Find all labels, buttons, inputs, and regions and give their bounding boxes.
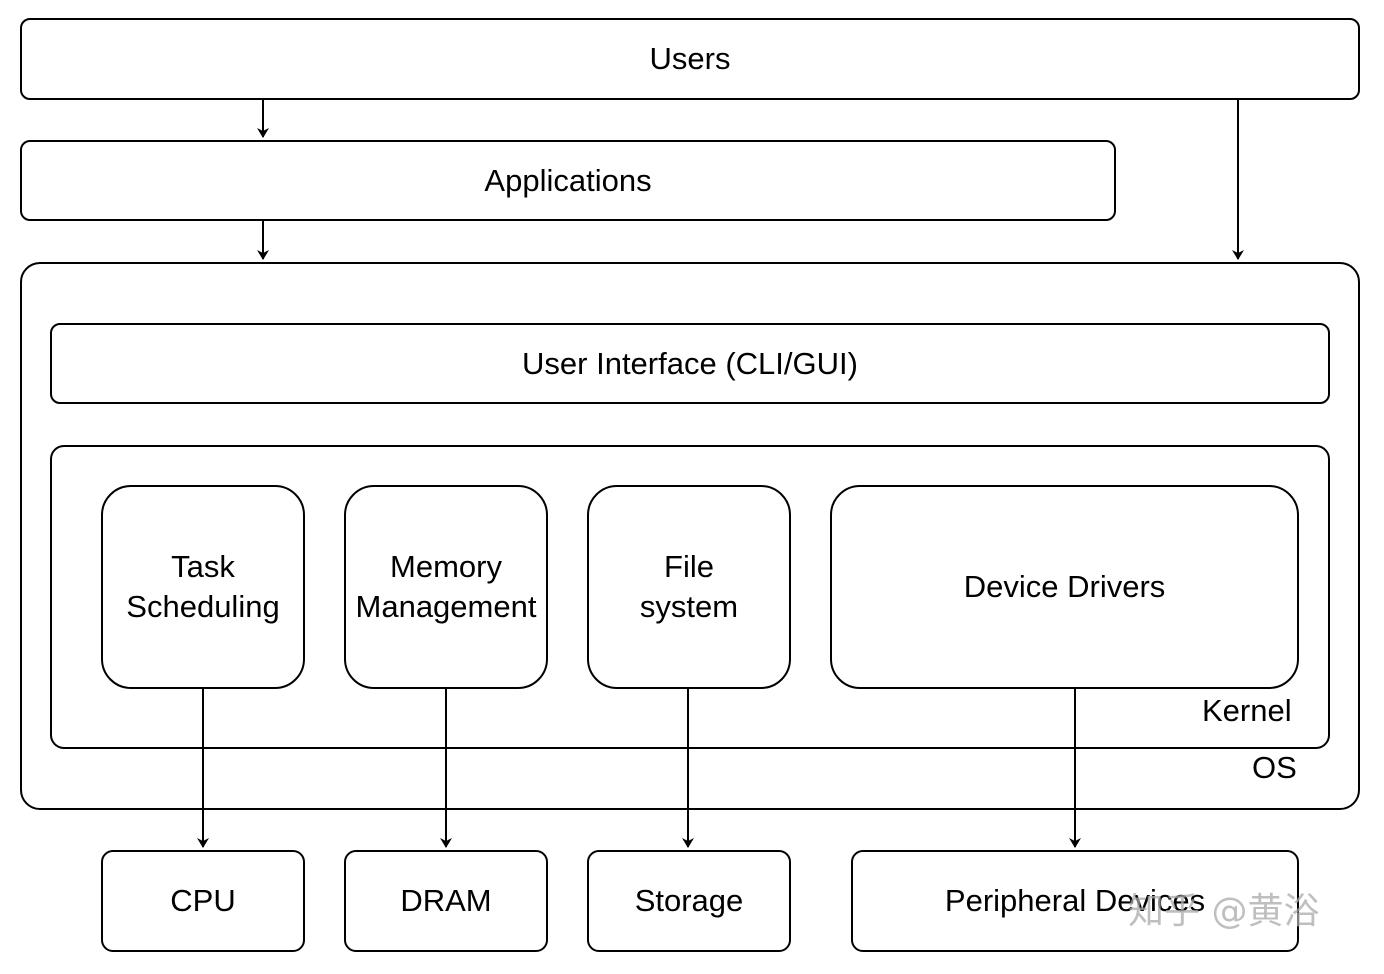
file-system-box: File system — [587, 485, 791, 689]
applications-label: Applications — [484, 162, 652, 198]
storage-label: Storage — [634, 883, 744, 918]
memory-management-box: Memory Management — [344, 485, 548, 689]
device-drivers-box: Device Drivers — [830, 485, 1299, 689]
kernel-label: Kernel — [1202, 693, 1292, 728]
task-scheduling-box: Task Scheduling — [101, 485, 305, 689]
memory-management-label: Memory Management — [355, 549, 537, 624]
users-label: Users — [649, 41, 731, 76]
applications-box: Applications — [20, 140, 1116, 221]
cpu-label: CPU — [170, 883, 236, 918]
peripheral-devices-label: Peripheral Devices — [944, 883, 1206, 918]
dram-box: DRAM — [344, 850, 548, 952]
dram-label: DRAM — [400, 883, 492, 918]
task-scheduling-label: Task Scheduling — [126, 549, 280, 624]
users-box: Users — [20, 18, 1360, 100]
storage-box: Storage — [587, 850, 791, 952]
user-interface-box: User Interface (CLI/GUI) — [50, 323, 1330, 404]
cpu-box: CPU — [101, 850, 305, 952]
peripheral-devices-box: Peripheral Devices — [851, 850, 1299, 952]
user-interface-label: User Interface (CLI/GUI) — [522, 345, 858, 381]
os-label: OS — [1252, 750, 1297, 785]
device-drivers-label: Device Drivers — [963, 569, 1166, 604]
file-system-label: File system — [639, 549, 739, 624]
